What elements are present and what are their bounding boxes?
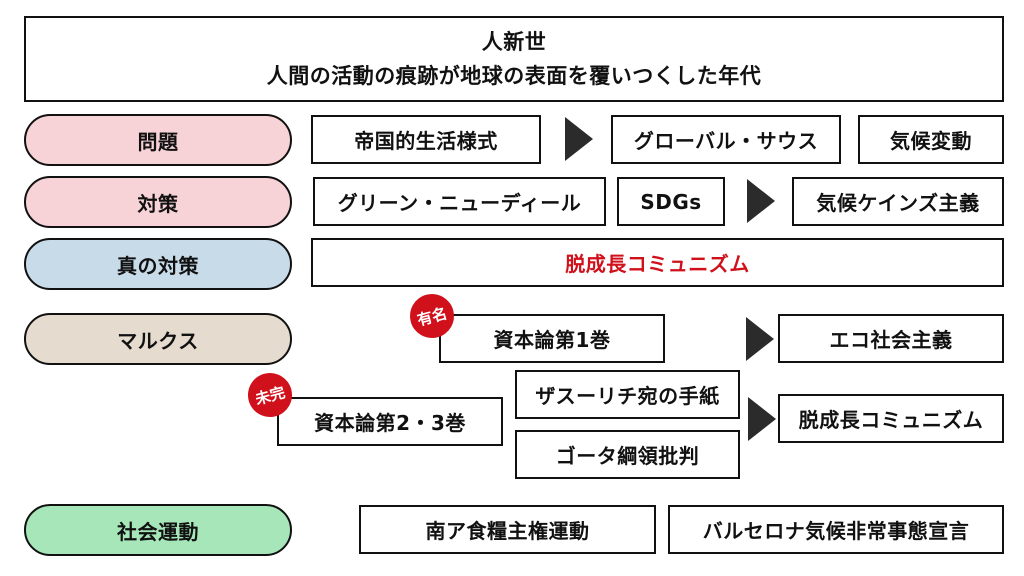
pill-marx: マルクス: [24, 313, 292, 365]
header-subtitle: 人間の活動の痕跡が地球の表面を覆いつくした年代: [266, 64, 762, 88]
box-imperial-lifestyle: 帝国的生活様式: [311, 115, 541, 164]
box-degrowth-communism-main: 脱成長コミュニズム: [311, 238, 1004, 287]
arrow-problem: [565, 117, 593, 161]
box-capital-vol1: 資本論第1巻: [439, 314, 665, 363]
arrow-marx-degrowth: [748, 397, 776, 441]
pill-true-measure: 真の対策: [24, 238, 292, 290]
pill-measure: 対策: [24, 176, 292, 228]
header-title: 人新世: [481, 30, 547, 54]
box-global-south: グローバル・サウス: [611, 115, 841, 164]
box-climate-change: 気候変動: [858, 115, 1004, 164]
box-capital-vol23: 資本論第2・3巻: [277, 397, 503, 446]
box-south-africa-food: 南ア食糧主権運動: [359, 505, 656, 554]
box-climate-keynesianism: 気候ケインズ主義: [792, 177, 1004, 226]
header-box: 人新世 人間の活動の痕跡が地球の表面を覆いつくした年代: [24, 16, 1004, 102]
arrow-marx-eco: [746, 317, 774, 361]
pill-problem: 問題: [24, 114, 292, 166]
box-zasulich-letter: ザスーリチ宛の手紙: [515, 370, 740, 419]
box-eco-socialism: エコ社会主義: [778, 314, 1004, 363]
box-green-new-deal: グリーン・ニューディール: [313, 177, 606, 226]
box-sdgs: SDGs: [617, 177, 725, 226]
box-gotha-critique: ゴータ綱領批判: [515, 430, 740, 479]
box-barcelona-climate: バルセロナ気候非常事態宣言: [668, 505, 1004, 554]
box-degrowth-communism-marx: 脱成長コミュニズム: [778, 394, 1004, 443]
arrow-measure: [747, 179, 775, 223]
pill-social-movement: 社会運動: [24, 504, 292, 556]
